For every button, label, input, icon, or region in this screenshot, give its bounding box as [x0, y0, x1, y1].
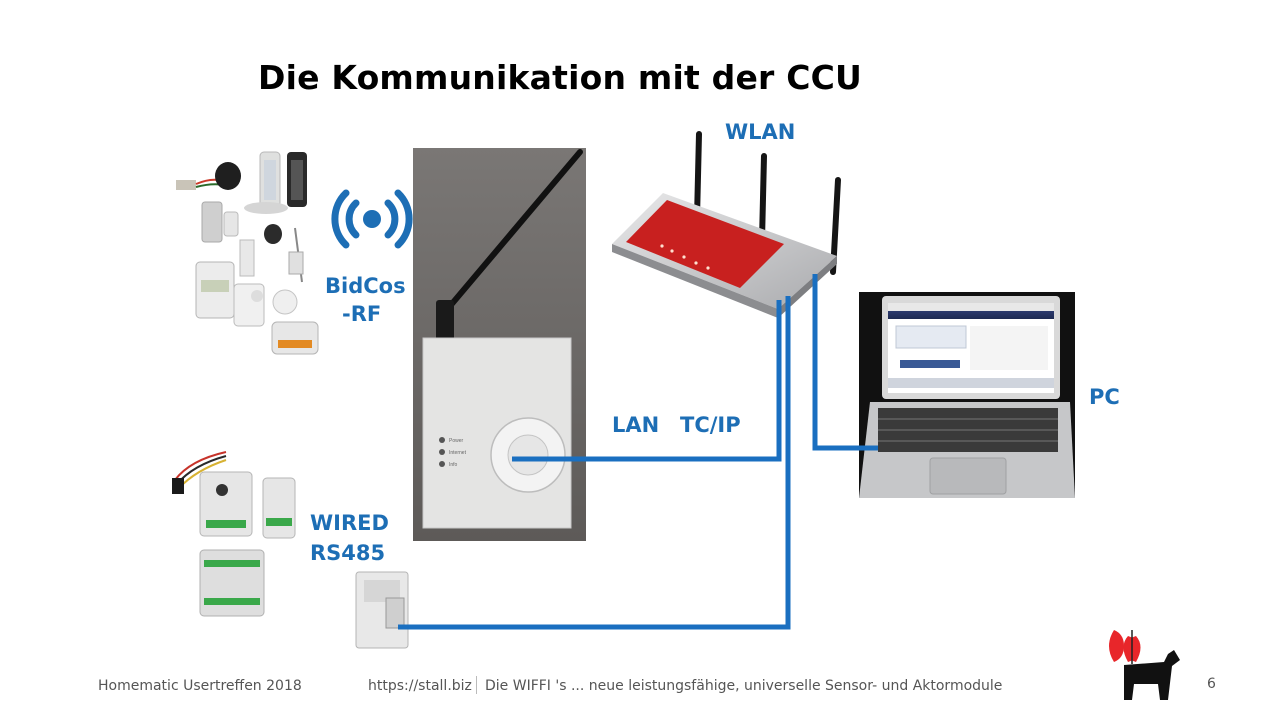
rs485-module-image [355, 571, 409, 649]
router-image [612, 131, 841, 318]
bidcos-label-line2: -RF [342, 302, 382, 326]
wired-label-line1: WIRED [310, 511, 389, 535]
footer-topic: Die WIFFI 's ... neue leistungsfähige, u… [485, 678, 1003, 694]
pc-label: PC [1089, 385, 1120, 409]
ccu-led-labels: Power Internet Info [449, 435, 466, 471]
ccu-lan-cable [512, 300, 782, 462]
slide-title: Die Kommunikation mit der CCU [258, 58, 863, 97]
ccu-image [413, 148, 586, 541]
rs485-lan-cable [398, 296, 791, 630]
radio-wave-icon [331, 189, 413, 249]
footer-event: Homematic Usertreffen 2018 [98, 678, 302, 694]
wired-devices-image [172, 451, 296, 617]
led-label-info: Info [449, 462, 458, 468]
footer-divider [476, 676, 477, 694]
led-label-power: Power [449, 438, 464, 444]
laptop-image [859, 292, 1075, 498]
wired-label-line2: RS485 [310, 541, 386, 565]
pc-lan-cable [812, 274, 878, 451]
page-number: 6 [1207, 676, 1216, 692]
bidcos-label-line1: BidCos [325, 274, 406, 298]
footer-url: https://stall.biz [368, 678, 472, 694]
lan-cables [398, 274, 878, 630]
led-label-internet: Internet [449, 450, 466, 456]
wlan-label: WLAN [725, 120, 796, 144]
wireless-devices-image [176, 151, 319, 355]
lan-label: LAN [612, 413, 660, 437]
dog-logo-icon [1109, 630, 1180, 700]
tcip-label: TC/IP [680, 413, 741, 437]
